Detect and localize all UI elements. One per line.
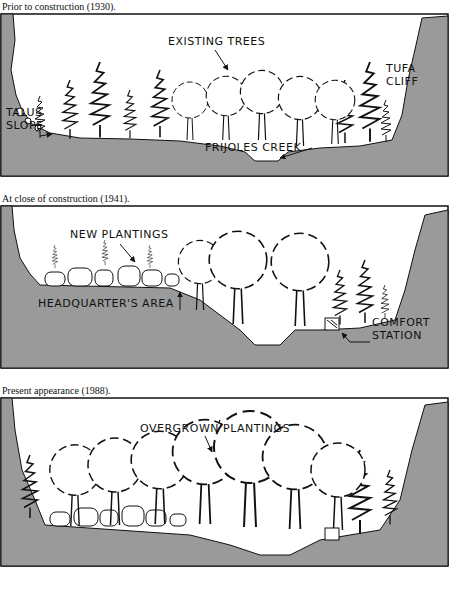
building <box>100 510 118 526</box>
conifer-tree <box>124 90 136 138</box>
panel-frame <box>1 398 448 566</box>
deciduous-tree <box>172 82 208 140</box>
leader-line <box>40 134 52 136</box>
deciduous-tree <box>311 443 365 530</box>
deciduous-tree <box>315 80 355 144</box>
building <box>50 512 70 526</box>
callout-label: OVERGROWN PLANTINGS <box>140 422 290 435</box>
conifer-tree <box>361 62 380 142</box>
callout-label: COMFORT STATION <box>372 316 444 342</box>
conifer-tree <box>102 240 108 265</box>
ground-section <box>1 14 448 176</box>
callout-label: TUFA CLIFF <box>386 62 431 88</box>
leader-line <box>342 333 370 342</box>
panel-frame <box>1 14 448 176</box>
conifer-tree <box>334 270 347 325</box>
leader-line <box>215 50 228 70</box>
panel-caption: At close of construction (1941). <box>2 193 129 205</box>
leader-line <box>120 244 135 262</box>
deciduous-tree <box>209 231 267 324</box>
conifer-tree <box>152 70 168 137</box>
building <box>165 274 179 286</box>
conifer-tree <box>381 285 389 319</box>
callout-label: FRIJOLES CREEK <box>205 141 301 154</box>
comfort-station <box>325 318 339 330</box>
callout-label: NEW PLANTINGS <box>70 228 169 241</box>
panel-caption: Prior to construction (1930). <box>2 1 116 13</box>
deciduous-tree <box>240 70 283 140</box>
deciduous-tree <box>278 76 321 146</box>
callout-label: HEADQUARTER'S AREA <box>38 297 174 310</box>
building <box>68 268 92 286</box>
conifer-tree <box>358 260 373 323</box>
building <box>170 514 186 526</box>
conifer-tree <box>63 80 77 139</box>
deciduous-tree <box>271 233 329 326</box>
hatching <box>327 320 337 328</box>
ground-section <box>1 398 448 566</box>
comfort-station <box>325 528 339 540</box>
callout-label: TALUS SLOPE <box>6 106 58 132</box>
deciduous-tree <box>206 76 246 140</box>
conifer-tree <box>147 245 153 268</box>
ground-section <box>1 206 448 368</box>
conifer-tree <box>91 62 109 138</box>
building <box>95 270 113 286</box>
building <box>45 272 65 286</box>
conifer-tree <box>381 100 391 142</box>
callout-label: EXISTING TREES <box>168 35 265 48</box>
building <box>122 506 144 526</box>
panel-frame <box>1 206 448 368</box>
conifer-tree <box>384 470 397 525</box>
building <box>142 270 162 286</box>
building <box>74 508 98 526</box>
building <box>118 266 140 286</box>
leader-line <box>205 436 212 452</box>
conifer-tree <box>52 245 58 268</box>
leader-line <box>180 292 181 310</box>
conifer-tree <box>23 455 38 518</box>
panel-caption: Present appearance (1988). <box>2 385 111 397</box>
